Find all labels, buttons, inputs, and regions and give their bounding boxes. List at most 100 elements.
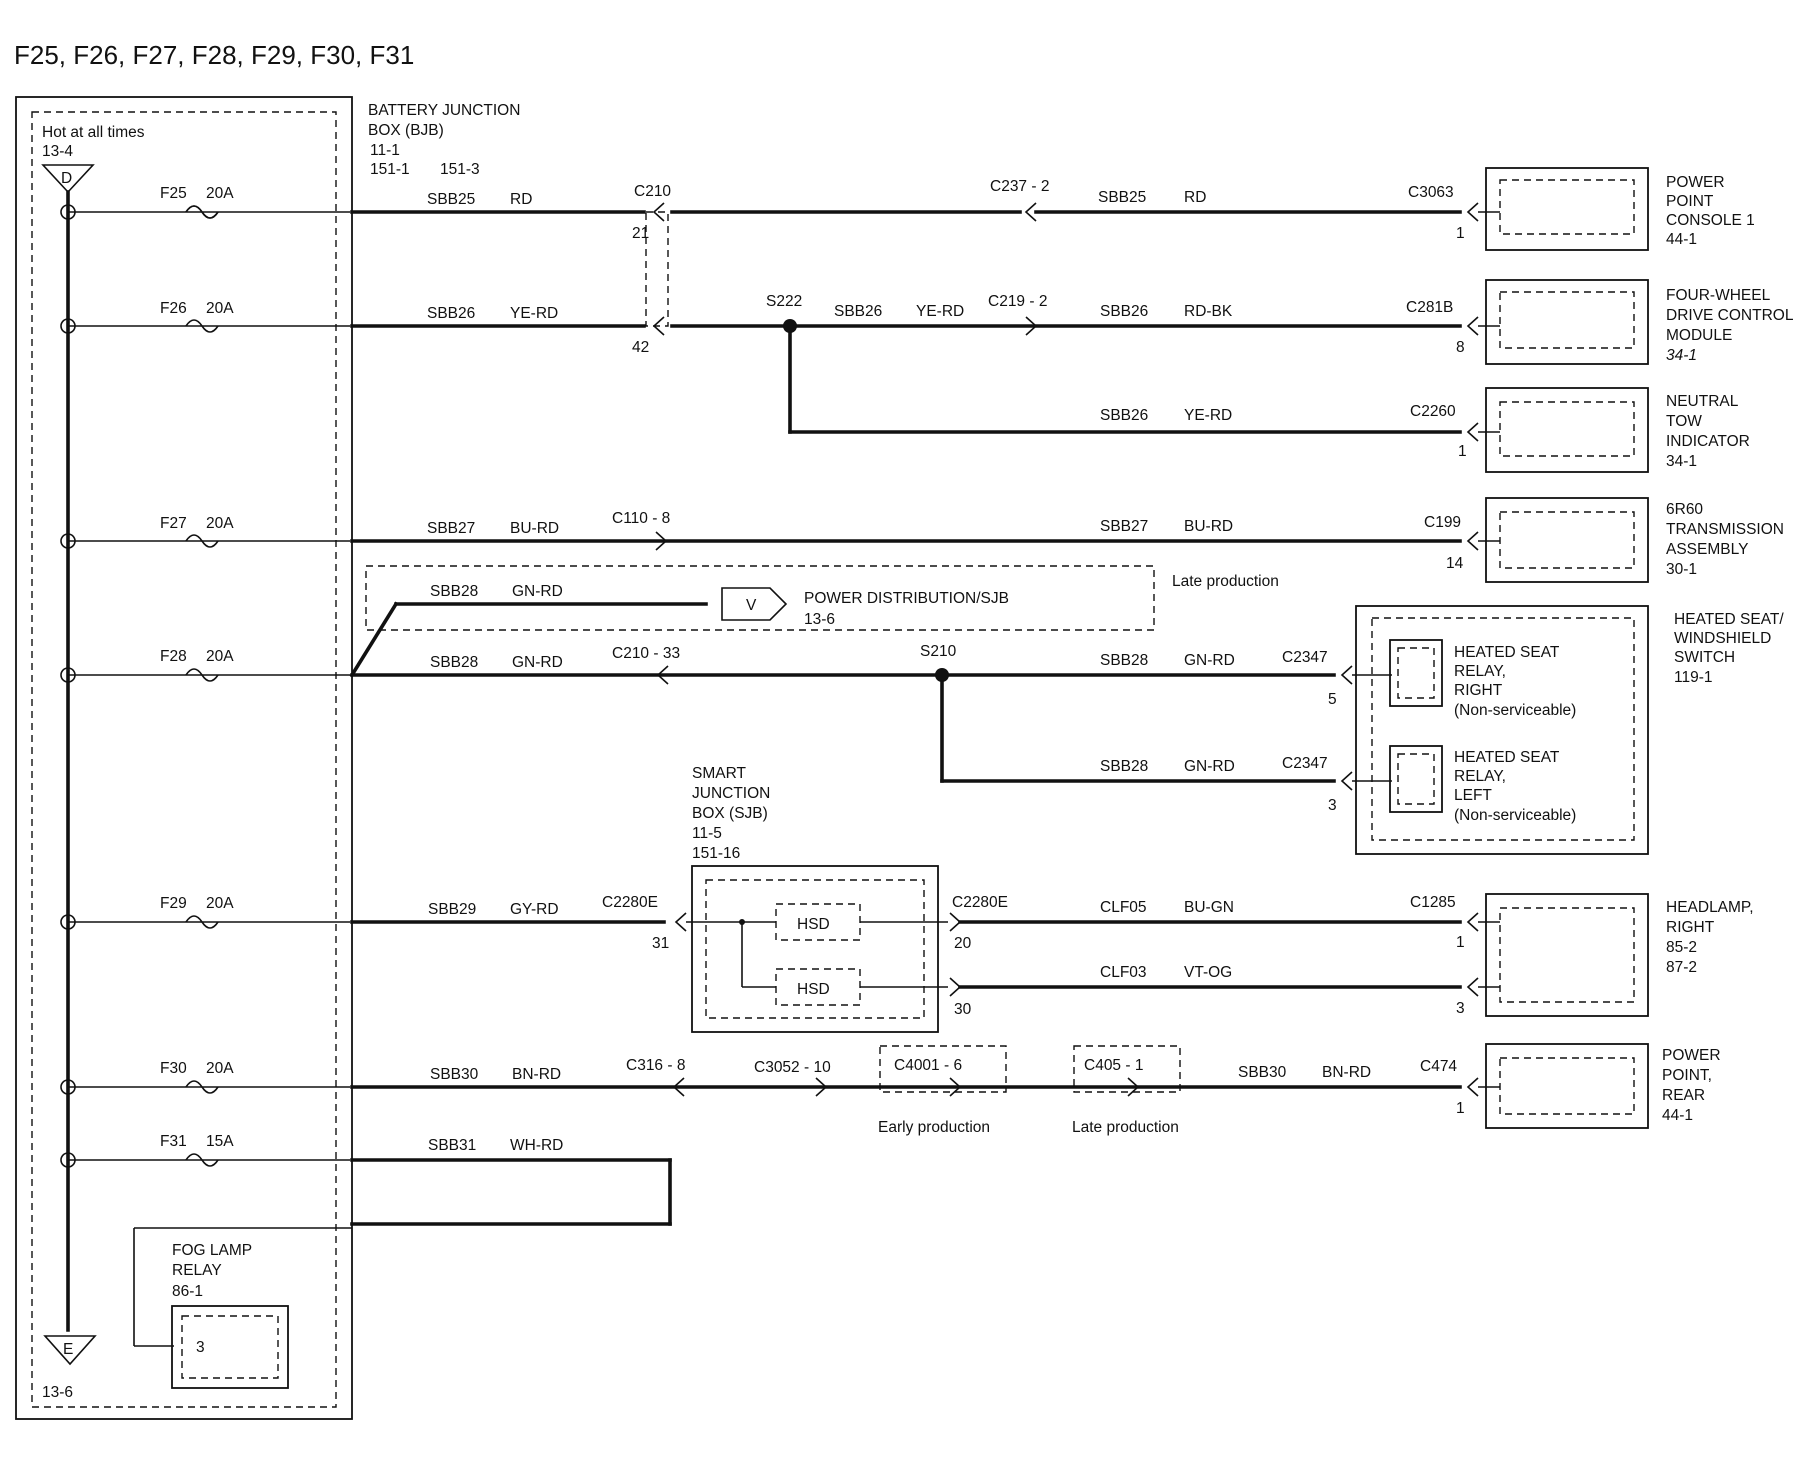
conn-c474: C474: [1420, 1058, 1457, 1075]
circuit-f25: [350, 202, 1500, 327]
wire-f30a-color: BN-RD: [512, 1066, 561, 1083]
conn-c4001: C4001 - 6: [894, 1057, 962, 1074]
trans-ref: 30-1: [1666, 561, 1697, 578]
wire-f27a-circuit: SBB27: [427, 520, 475, 537]
hsl-line4: (Non-serviceable): [1454, 807, 1576, 824]
fuse-f26-id: F26: [160, 300, 187, 317]
tag-d: D: [61, 170, 72, 187]
wire-f26a-color: YE-RD: [510, 305, 558, 322]
wire-f28a-color: GN-RD: [512, 583, 563, 600]
fog-line1: FOG LAMP: [172, 1242, 252, 1259]
wire-f26d-color: YE-RD: [1184, 407, 1232, 424]
wire-f30b-color: BN-RD: [1322, 1064, 1371, 1081]
hsl-line3: LEFT: [1454, 787, 1492, 804]
ppc-line2: POINT: [1666, 193, 1714, 210]
wire-f25b-circuit: SBB25: [1098, 189, 1146, 206]
wire-f28b-color: GN-RD: [512, 654, 563, 671]
wire-f28c-color: GN-RD: [1184, 652, 1235, 669]
conn-c316: C316 - 8: [626, 1057, 685, 1074]
conn-c210-pin21: 21: [632, 225, 649, 242]
wire-f28d-circuit: SBB28: [1100, 758, 1148, 775]
conn-c2260-pin: 1: [1458, 443, 1467, 460]
circuit-f27: [350, 531, 1500, 551]
hot-at-all-times: Hot at all times: [42, 124, 145, 141]
bjb-outline: [15, 96, 353, 1420]
wire-f30b-circuit: SBB30: [1238, 1064, 1287, 1081]
fog-pin: 3: [196, 1339, 205, 1356]
bjb-ref-2: 151-1: [370, 161, 410, 178]
heated-seat-relay-right-box: [1389, 639, 1443, 707]
wire-f26a-circuit: SBB26: [427, 305, 475, 322]
hl-ref1: 85-2: [1666, 939, 1697, 956]
ppc-line1: POWER: [1666, 174, 1725, 191]
conn-c405: C405 - 1: [1084, 1057, 1143, 1074]
conn-c2280e-pin20: 20: [954, 935, 972, 952]
fwd-line3: MODULE: [1666, 327, 1732, 344]
sjb-line2: JUNCTION: [692, 785, 770, 802]
hl-line2: RIGHT: [1666, 919, 1715, 936]
wire-f26d-circuit: SBB26: [1100, 407, 1148, 424]
pd-label: POWER DISTRIBUTION/SJB: [804, 590, 1009, 607]
wire-f29c-color: VT-OG: [1184, 964, 1232, 981]
sjb-box: [691, 865, 939, 1033]
hsd-1: HSD: [797, 916, 830, 933]
wire-f26b-color: YE-RD: [916, 303, 964, 320]
fwd-line1: FOUR-WHEEL: [1666, 287, 1771, 304]
late-production-note: Late production: [1172, 573, 1279, 590]
fuse-f31-id: F31: [160, 1133, 187, 1150]
connection-d-icon: [41, 164, 95, 194]
conn-c2347a: C2347: [1282, 649, 1328, 666]
circuit-f28: [349, 565, 1392, 791]
ppr-line2: POINT,: [1662, 1067, 1712, 1084]
fuse-f27-id: F27: [160, 515, 187, 532]
wire-f28d-color: GN-RD: [1184, 758, 1235, 775]
late-production-note-2: Late production: [1072, 1119, 1179, 1136]
bjb-inner-outline: [31, 111, 337, 1408]
wire-f25a-circuit: SBB25: [427, 191, 475, 208]
splice-s222: S222: [766, 293, 802, 310]
conn-c110: C110 - 8: [612, 510, 670, 527]
circuit-f29: [350, 865, 1500, 1033]
hsw-line3: SWITCH: [1674, 649, 1735, 666]
fuse-f30-id: F30: [160, 1060, 187, 1077]
fuse-f30-amps: 20A: [206, 1060, 234, 1077]
nti-line3: INDICATOR: [1666, 433, 1750, 450]
pd-tag: V: [746, 597, 757, 614]
fuse-f29-id: F29: [160, 895, 187, 912]
bjb-name-2: BOX (BJB): [368, 122, 444, 139]
bottom-ref: 13-6: [42, 1384, 73, 1401]
conn-c2347b: C2347: [1282, 755, 1328, 772]
wire-f26b-circuit: SBB26: [834, 303, 882, 320]
hl-ref2: 87-2: [1666, 959, 1697, 976]
wire-f29a-circuit: SBB29: [428, 901, 476, 918]
conn-c2347a-pin: 5: [1328, 691, 1337, 708]
wire-f29b-color: BU-GN: [1184, 899, 1234, 916]
fuse-f28-id: F28: [160, 648, 187, 665]
fwd-line2: DRIVE CONTROL: [1666, 307, 1794, 324]
wire-f25a-color: RD: [510, 191, 532, 208]
circuit-f30: [350, 1045, 1500, 1097]
circuit-f31: [133, 1158, 672, 1347]
nti-line1: NEUTRAL: [1666, 393, 1739, 410]
wire-f30a-circuit: SBB30: [430, 1066, 479, 1083]
hot-ref: 13-4: [42, 143, 73, 160]
wire-f26c-color: RD-BK: [1184, 303, 1233, 320]
fuse-f28-amps: 20A: [206, 648, 234, 665]
hsw-line2: WINDSHIELD: [1674, 630, 1771, 647]
fuse-f29-amps: 20A: [206, 895, 234, 912]
conn-c2280e-in: C2280E: [602, 894, 658, 911]
conn-c2260: C2260: [1410, 403, 1456, 420]
sjb-line3: BOX (SJB): [692, 805, 768, 822]
bjb-ref-3: 151-3: [440, 161, 480, 178]
nti-ref: 34-1: [1666, 453, 1697, 470]
fog-lamp-relay-box: [171, 1305, 289, 1389]
headlamp-right-box: [1485, 893, 1649, 1017]
conn-c1285: C1285: [1410, 894, 1456, 911]
transmission-assembly-box: [1485, 497, 1649, 583]
sjb-line5: 151-16: [692, 845, 740, 862]
ppc-line3: CONSOLE 1: [1666, 212, 1755, 229]
conn-c3063: C3063: [1408, 184, 1454, 201]
hsd-2: HSD: [797, 981, 830, 998]
splice-s210: S210: [920, 643, 957, 660]
conn-c210-pin42: 42: [632, 339, 649, 356]
